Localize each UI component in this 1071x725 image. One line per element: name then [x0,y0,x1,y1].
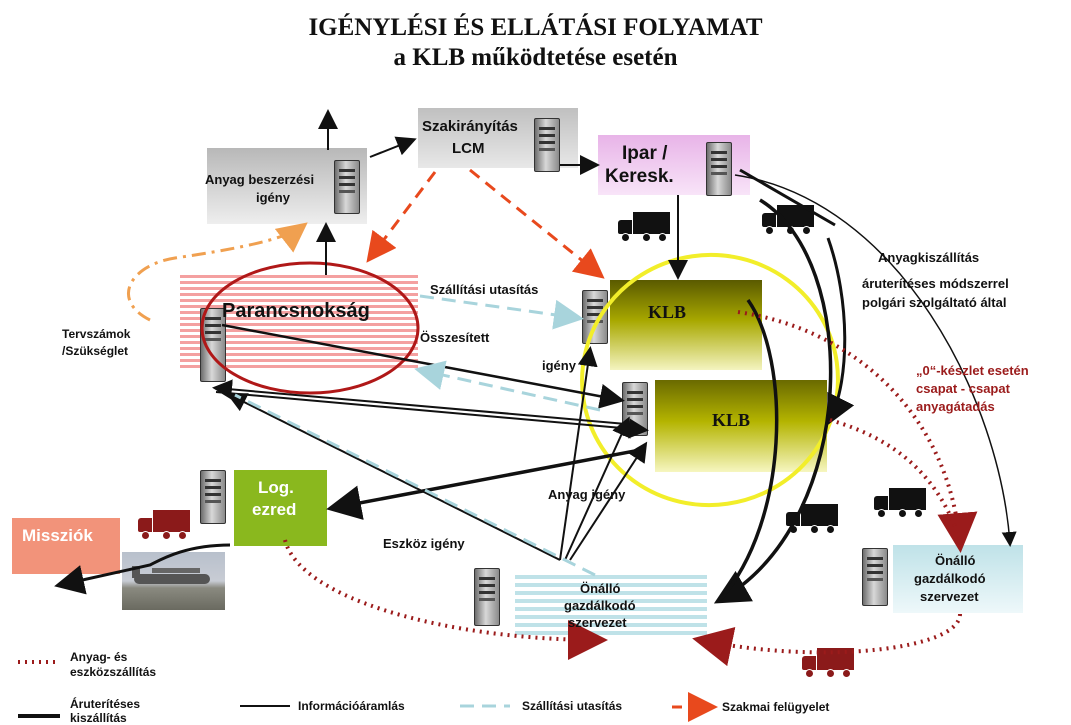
truck-icon [802,648,854,678]
lcm-label: LCM [452,140,485,157]
parancsnoksag-highlight-ellipse [200,261,420,395]
klb2-label: KLB [712,410,751,430]
polgari-label: polgári szolgáltató által [862,295,1007,310]
aruteriteses-label: áruterítéses módszerrel [862,276,1009,291]
server-icon [582,290,608,344]
missziok-label: Missziók [22,526,93,545]
eszkoz-igeny-label: Eszköz igény [383,536,465,551]
ezred-label: ezred [252,500,297,519]
osszesitett-label: Összesített [420,330,490,345]
legend-szakmai-felugyelet: Szakmai felügyelet [722,700,830,714]
legend-szallitasi-utasitas: Szállítási utasítás [522,699,623,713]
szallitasi-utasitas-label: Szállítási utasítás [430,282,539,297]
onallo-center-label: szervezet [568,615,627,630]
anyagkiszallitas-label: Anyagkiszállítás [878,250,980,265]
server-icon [334,160,360,214]
klb-highlight-ellipse [580,252,840,508]
igeny-label: igény [256,190,290,205]
legend-aruteriteses: Áruterítéses [70,697,141,711]
onallo-center-box [515,575,707,635]
server-icon [534,118,560,172]
ipar-label: Ipar / [622,143,668,164]
server-icon [862,548,888,606]
truck-icon [786,504,838,534]
anyagatadas-label: anyagátadás [916,399,995,414]
truck-icon [874,488,926,518]
server-icon [200,470,226,524]
onallo-right-box [893,545,1023,613]
onallo-center-label: gazdálkodó [564,598,636,613]
legend-informacioaramlas: Információáramlás [298,699,405,713]
log-ezred-box [234,470,327,546]
keszlet-label: „0“-készlet esetén [916,363,1029,378]
parancsnoksag-label: Parancsnokság [222,300,370,322]
log-ezred-label: Log. [258,478,294,497]
anyag-beszerzesi-label: Anyag beszerzési [205,172,315,187]
igeny-flow-label: igény [542,358,576,373]
csapat-label: csapat - csapat [916,381,1010,396]
legend-kiszallitas: kiszállítás [70,711,127,725]
missziok-box [12,518,120,574]
klb1-label: KLB [648,302,687,322]
keresk-label: Keresk. [605,166,674,187]
server-icon [706,142,732,196]
klb2-box [655,380,827,472]
szakiranyitas-label: Szakirányítás [422,118,518,135]
onallo-center-label: Önálló [580,581,621,596]
szukseglet-label: /Szükséglet [62,344,129,358]
truck-icon [618,212,670,242]
onallo-right-label: Önálló [935,553,976,568]
legend-anyag-es-eszkoz: Anyag- és [70,650,128,664]
diagram-subtitle: a KLB működtetése esetén [393,44,678,71]
tervszamok-label: Tervszámok [62,327,131,341]
onallo-right-label: szervezet [920,589,979,604]
diagram-title: IGÉNYLÉSI ÉS ELLÁTÁSI FOLYAMAT [308,14,763,41]
truck-icon [138,510,190,540]
server-icon [474,568,500,626]
onallo-right-label: gazdálkodó [914,571,986,586]
airplane-photo [122,552,225,610]
anyag-igeny-label: Anyag igény [548,487,626,502]
legend-eszkozszallitas: eszközszállítás [70,665,157,679]
klb1-box [610,280,762,370]
